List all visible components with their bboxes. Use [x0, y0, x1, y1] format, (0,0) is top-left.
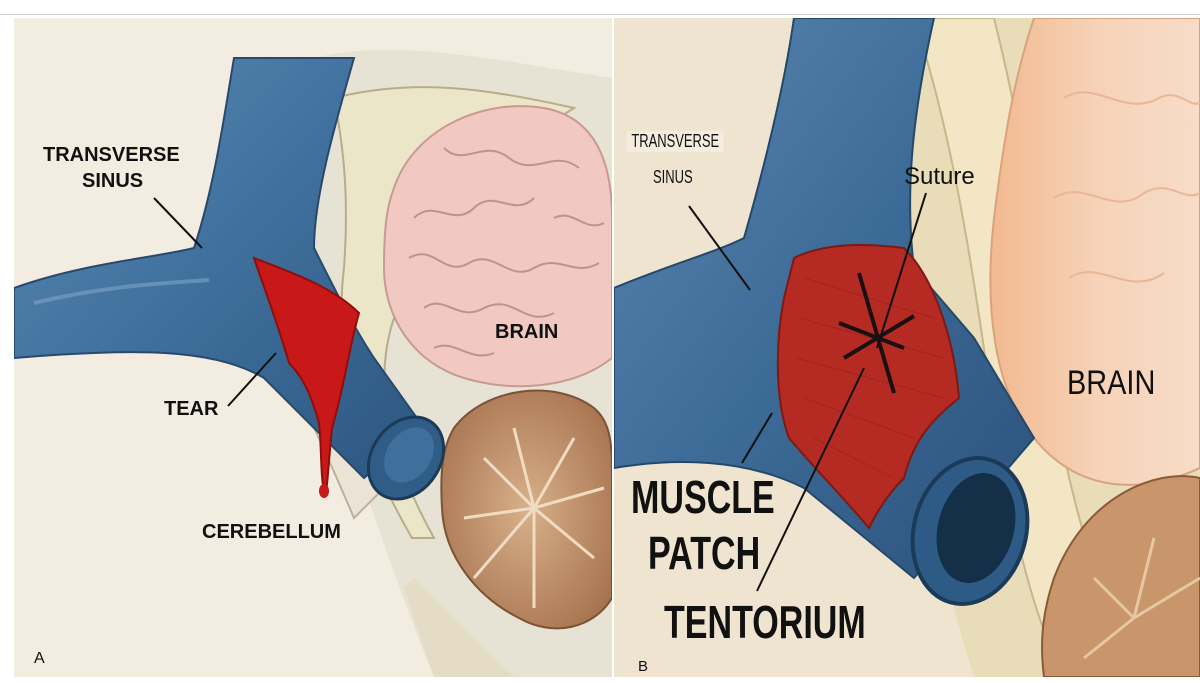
label-transverse-sinus-b-2: SINUS: [653, 167, 693, 188]
label-cerebellum: CEREBELLUM: [202, 521, 341, 544]
label-transverse-sinus-a-1: TRANSVERSE: [43, 144, 180, 167]
label-transverse-sinus-b-1: TRANSVERSE: [627, 131, 724, 152]
label-muscle-patch-2: PATCH: [648, 526, 760, 580]
panel-b-letter: B: [638, 658, 648, 675]
label-tentorium: TENTORIUM: [664, 595, 866, 649]
panel-a-drawing: [14, 18, 612, 677]
label-brain-a: BRAIN: [495, 321, 558, 344]
label-tear: TEAR: [164, 398, 218, 421]
brain-shape: [384, 106, 612, 386]
leader-transverse-sinus: [154, 198, 202, 248]
label-muscle-patch-1: MUSCLE: [631, 470, 775, 524]
panel-a-illustration: TRANSVERSE SINUS BRAIN TEAR CEREBELLUM A: [14, 18, 612, 677]
label-brain-b: BRAIN: [1067, 364, 1155, 403]
panel-b-illustration: TRANSVERSE SINUS Suture BRAIN MUSCLE PAT…: [614, 18, 1200, 677]
label-transverse-sinus-a-2: SINUS: [82, 170, 143, 193]
top-divider: [0, 14, 1200, 15]
brain-shape-b: [990, 18, 1200, 485]
blood-drop: [319, 484, 329, 498]
label-suture: Suture: [904, 163, 975, 191]
panel-a-letter: A: [34, 650, 45, 668]
